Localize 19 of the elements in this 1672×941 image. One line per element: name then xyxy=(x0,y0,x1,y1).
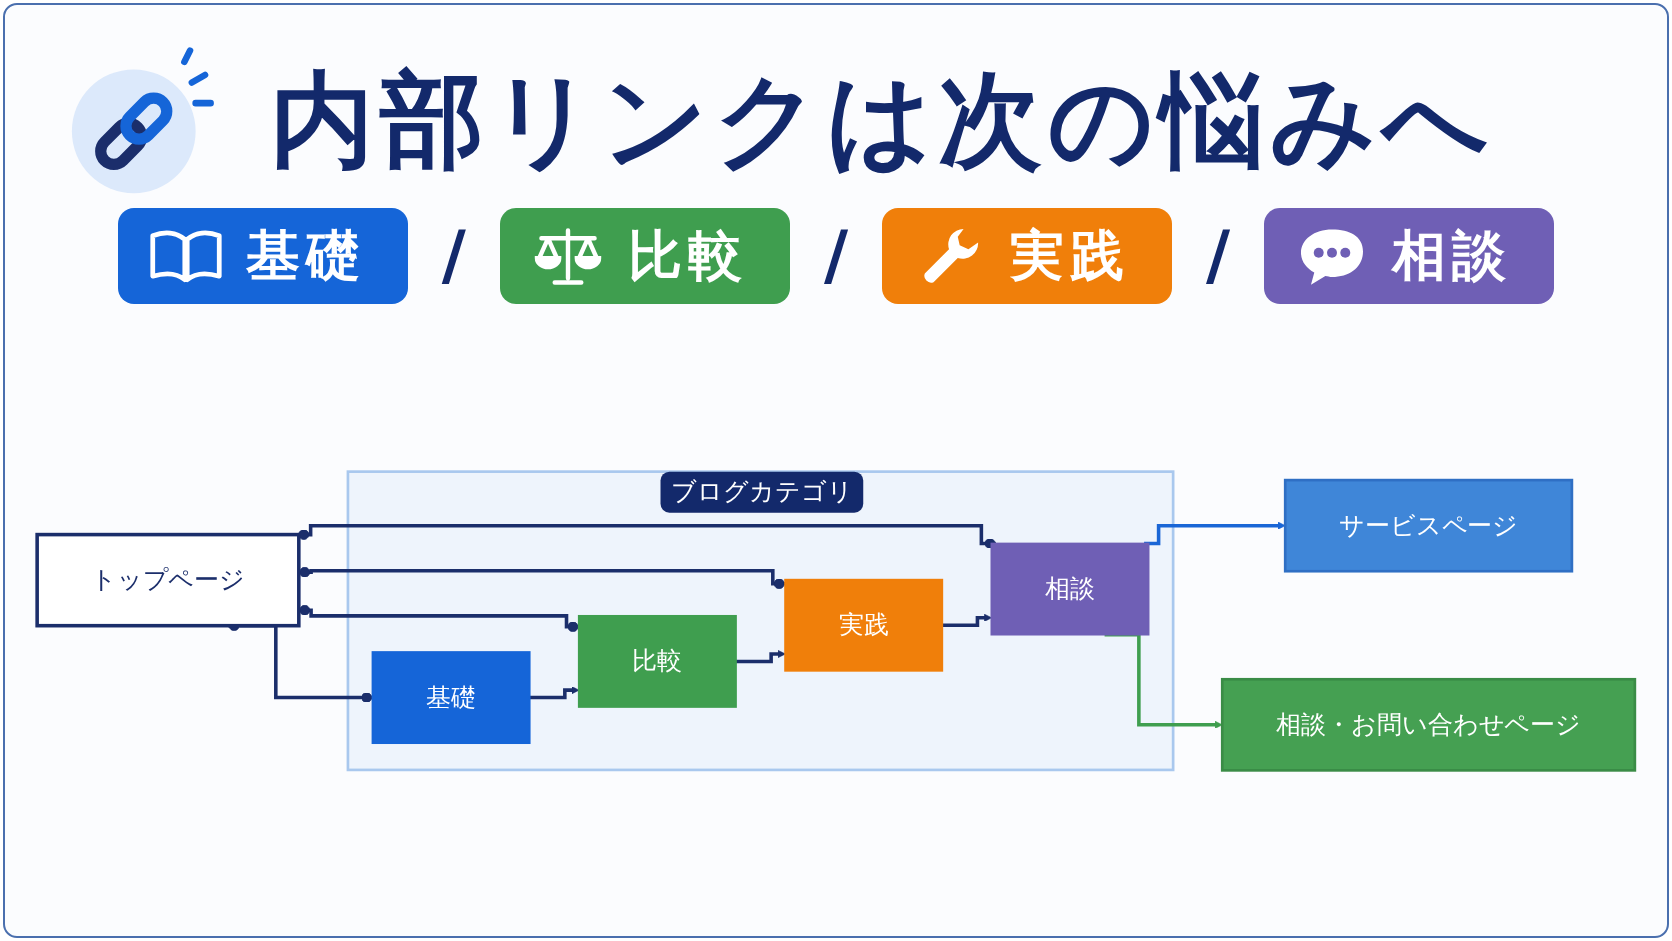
arrow xyxy=(1144,521,1286,546)
arrow xyxy=(942,613,992,628)
node-box: 相談 xyxy=(990,542,1150,636)
node-box: 相談・お問い合わせページ xyxy=(1220,677,1637,772)
tag-text: 実践 xyxy=(1010,222,1131,289)
node-box: 実践 xyxy=(784,578,944,672)
slash-separator: / xyxy=(440,215,467,296)
node-box: サービスページ xyxy=(1283,478,1574,573)
arrow xyxy=(736,650,786,664)
tag-text: 相談 xyxy=(1392,222,1513,289)
tag-text: 基礎 xyxy=(245,222,366,289)
connector xyxy=(297,523,996,549)
node-box: 比較 xyxy=(577,614,737,708)
title: 内部リンクは次の悩みへ xyxy=(270,62,1494,178)
tag-text: 比較 xyxy=(627,222,748,289)
slash-separator: / xyxy=(1205,215,1232,296)
slash-separator: / xyxy=(822,215,850,296)
node-box: トップページ xyxy=(35,532,301,628)
node-box: 基礎 xyxy=(371,651,531,745)
